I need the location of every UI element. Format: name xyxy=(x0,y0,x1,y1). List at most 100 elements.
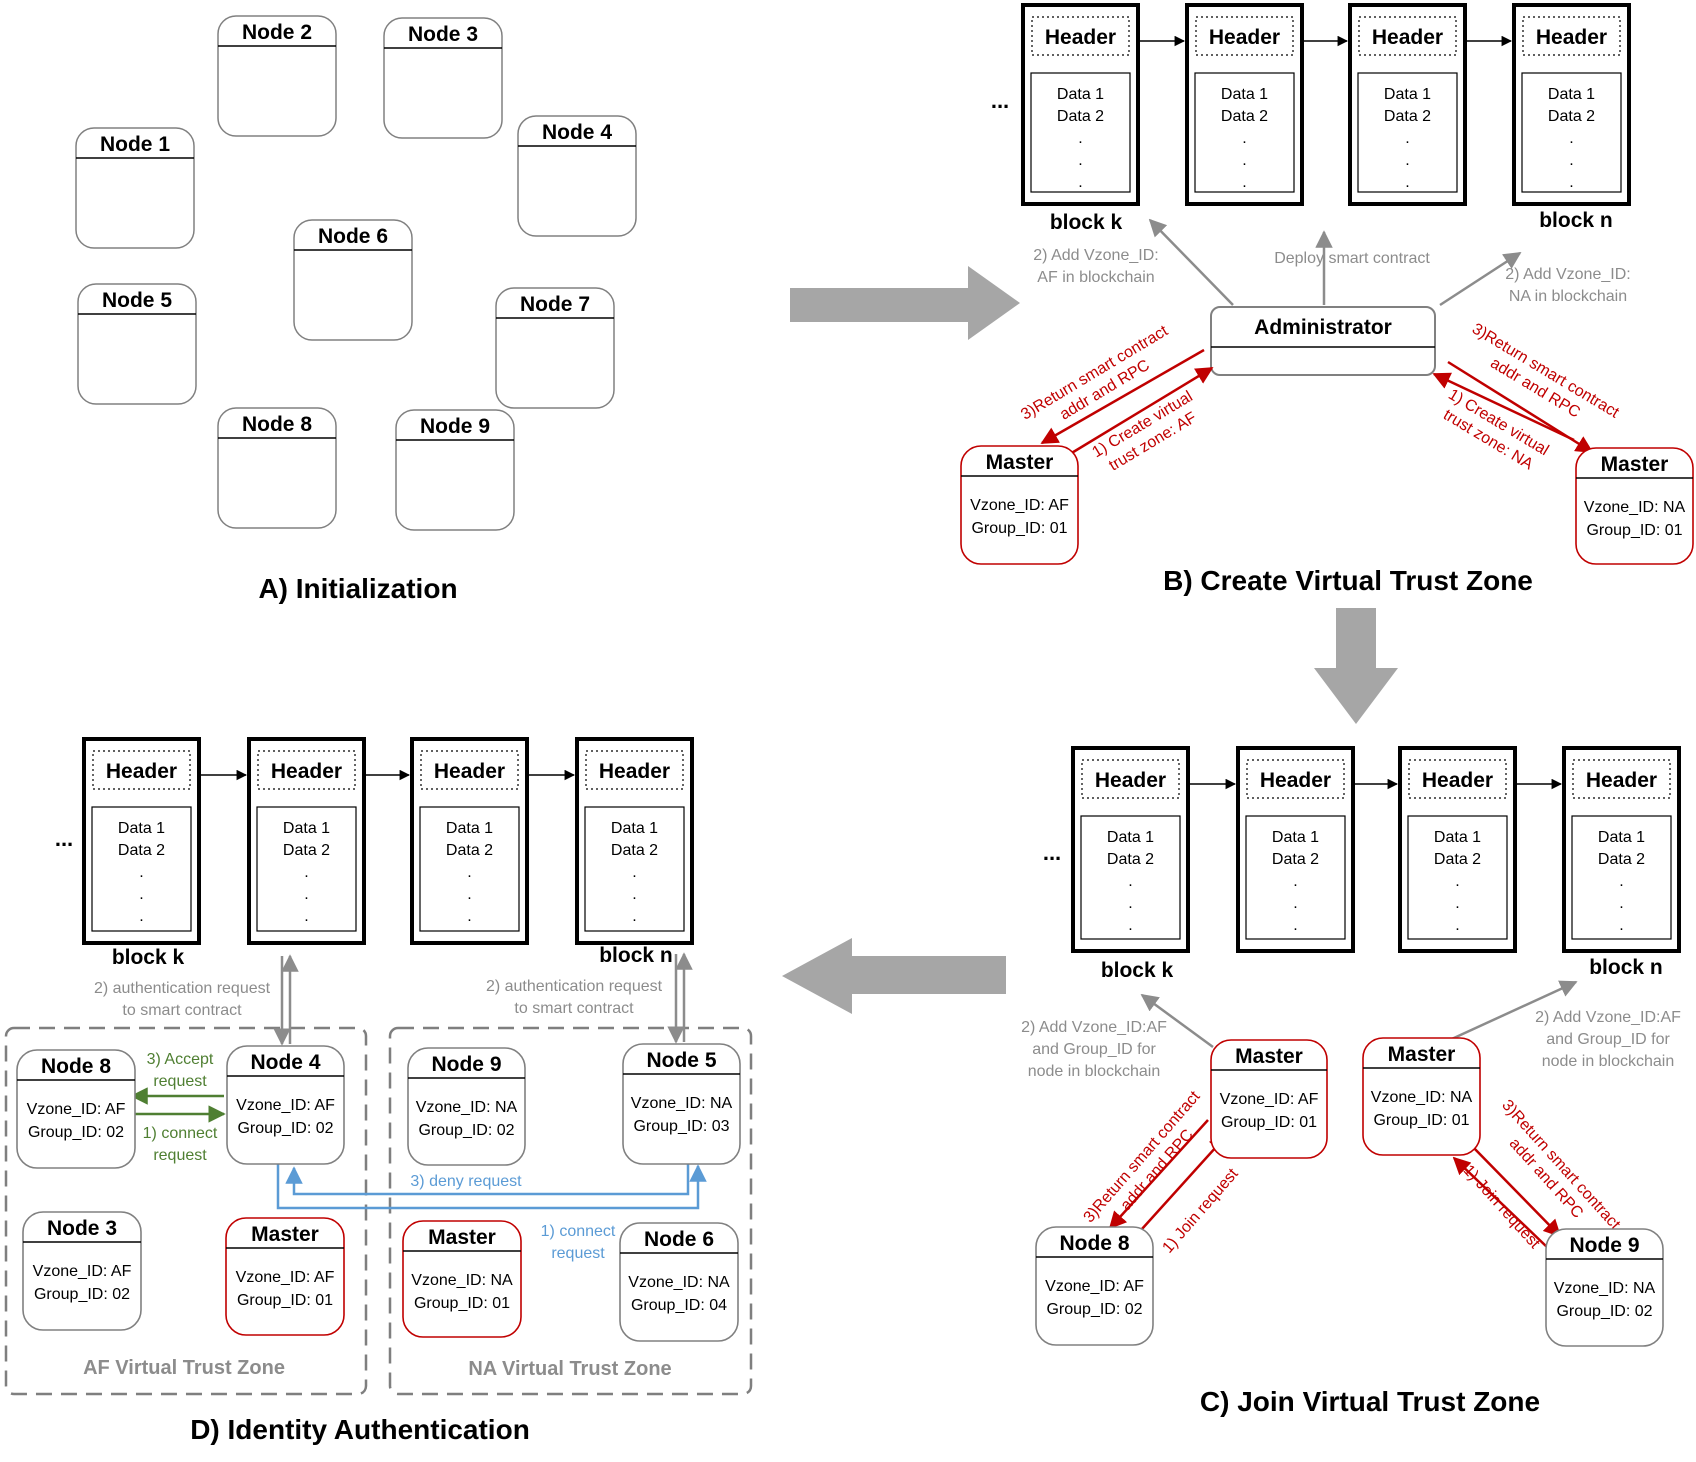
node3-d-vzone: Vzone_ID: AF xyxy=(33,1263,132,1280)
add-label-right-c: 2) Add Vzone_ID:AF and Group_ID for node… xyxy=(1535,1009,1681,1070)
add-arrow-right-c xyxy=(1442,980,1578,1045)
init-node-label: Node 1 xyxy=(100,133,170,156)
create-arrow-left-b xyxy=(1069,366,1214,456)
deny-label: 3) deny request xyxy=(410,1173,522,1190)
node6-d-vzone: Vzone_ID: NA xyxy=(628,1274,730,1291)
node9-d-vzone: Vzone_ID: NA xyxy=(416,1099,518,1116)
init-node-5[interactable]: Node 5 xyxy=(77,283,197,405)
block-dot: . xyxy=(304,864,308,881)
block-dot: . xyxy=(1293,917,1297,934)
init-node-2[interactable]: Node 2 xyxy=(217,15,337,137)
zone-na-border xyxy=(388,1026,753,1396)
node9-c-vzone: Vzone_ID: NA xyxy=(1554,1280,1656,1297)
init-node-label: Node 9 xyxy=(420,415,490,438)
master-na-c-title: Master xyxy=(1388,1043,1456,1066)
block-data1-label: Data 1 xyxy=(1107,829,1154,846)
block-data2-label: Data 2 xyxy=(446,842,493,859)
block-data2-label: Data 2 xyxy=(1548,108,1595,125)
block-dot: . xyxy=(1128,895,1132,912)
svg-text:request: request xyxy=(153,1073,207,1090)
block-dot: . xyxy=(1569,174,1573,191)
block-data1-label: Data 1 xyxy=(1434,829,1481,846)
svg-text:to smart contract: to smart contract xyxy=(122,1002,242,1019)
init-node-label: Node 4 xyxy=(542,121,612,144)
block-header-label: Header xyxy=(1209,26,1280,49)
panel-initialization: Node 1 Node 2 Node 3 Node 4 Node 5 Node 6 Node… xyxy=(75,15,637,531)
init-node-1[interactable]: Node 1 xyxy=(75,127,195,249)
block-header-label: Header xyxy=(106,760,177,783)
svg-text:2) authentication request: 2) authentication request xyxy=(486,978,663,995)
block-header-label: Header xyxy=(1536,26,1607,49)
block-data2-label: Data 2 xyxy=(1221,108,1268,125)
init-node-6[interactable]: Node 6 xyxy=(293,219,413,341)
node8-d-title: Node 8 xyxy=(41,1055,111,1078)
block-n-label-c: block n xyxy=(1589,956,1663,979)
init-node-8[interactable]: Node 8 xyxy=(217,407,337,529)
master-af-d-vzone: Vzone_ID: AF xyxy=(236,1269,335,1286)
init-node-3[interactable]: Node 3 xyxy=(383,17,503,139)
deny-arrow xyxy=(285,1164,690,1196)
block-header-label: Header xyxy=(1045,26,1116,49)
node3-d[interactable]: Node 3 Vzone_ID: AF Group_ID: 02 xyxy=(22,1211,142,1331)
init-node-9[interactable]: Node 9 xyxy=(395,409,515,531)
join-label-left-c: 1) Join request xyxy=(1159,1165,1242,1256)
return-label-right-c: 3)Return smart contract addr and RPC xyxy=(1498,1097,1623,1234)
panel-a-title: A) Initialization xyxy=(258,573,457,604)
svg-text:and Group_ID for: and Group_ID for xyxy=(1032,1041,1156,1058)
svg-text:and Group_ID for: and Group_ID for xyxy=(1546,1031,1670,1048)
administrator-box[interactable]: Administrator xyxy=(1210,306,1436,376)
block-dot: . xyxy=(1619,917,1623,934)
join-arrow-right-c xyxy=(1452,1156,1549,1249)
node3-d-title: Node 3 xyxy=(47,1217,117,1240)
block-dot: . xyxy=(1405,130,1409,147)
block-dot: . xyxy=(1619,895,1623,912)
block-header-label: Header xyxy=(599,760,670,783)
init-node-label: Node 2 xyxy=(242,21,312,44)
flow-arrow-b-to-c xyxy=(1314,608,1398,724)
deploy-label: Deploy smart contract xyxy=(1274,250,1430,267)
node4-d-group: Group_ID: 02 xyxy=(237,1120,333,1137)
block-data1-label: Data 1 xyxy=(1272,829,1319,846)
block-data1-label: Data 1 xyxy=(283,820,330,837)
block-data2-label: Data 2 xyxy=(1057,108,1104,125)
administrator-label: Administrator xyxy=(1254,316,1392,339)
block-dot: . xyxy=(1405,174,1409,191)
block-dot: . xyxy=(1455,873,1459,890)
svg-text:2) authentication request: 2) authentication request xyxy=(94,980,271,997)
master-na-d-title: Master xyxy=(428,1226,496,1249)
node3-d-group: Group_ID: 02 xyxy=(34,1286,130,1303)
init-node-label: Node 8 xyxy=(242,413,312,436)
block-data2-label: Data 2 xyxy=(611,842,658,859)
block-dot: . xyxy=(304,886,308,903)
auth-label-left: 2) authentication request to smart contr… xyxy=(94,980,271,1019)
init-node-4[interactable]: Node 4 xyxy=(517,115,637,237)
init-node-7[interactable]: Node 7 xyxy=(495,287,615,409)
add-af-arrow-b xyxy=(1148,218,1234,306)
